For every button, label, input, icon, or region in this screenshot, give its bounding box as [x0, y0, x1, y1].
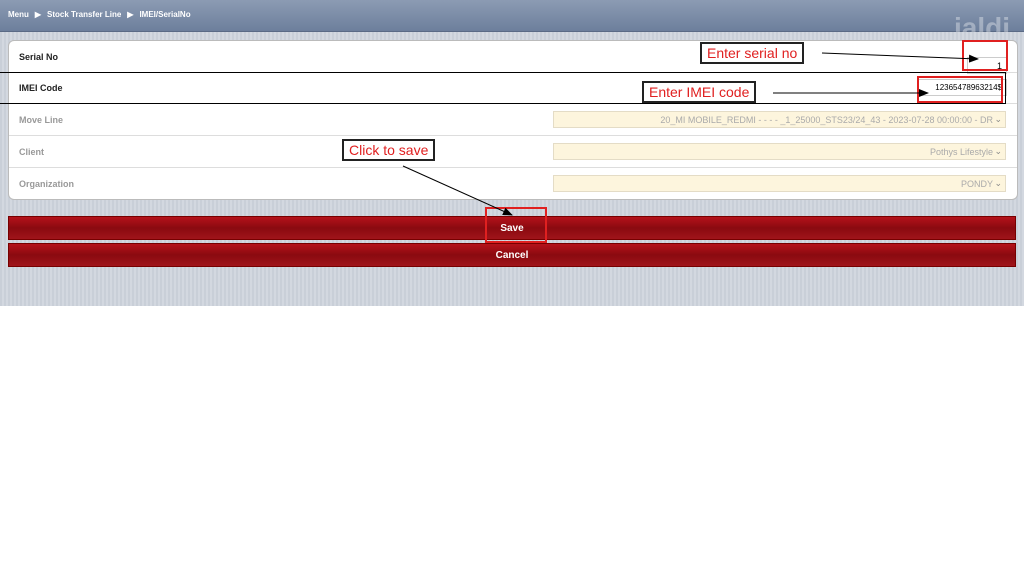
chevron-down-icon: ⌄	[994, 114, 1002, 124]
breadcrumb-stock-transfer-line[interactable]: Stock Transfer Line	[47, 10, 122, 19]
imei-code-input[interactable]: 12365478963214$	[917, 79, 1007, 96]
serial-no-highlight	[962, 40, 1008, 71]
move-line-value: 20_MI MOBILE_REDMI - - - - _1_25000_STS2…	[660, 115, 993, 125]
client-row: Client Pothys Lifestyle ⌄	[9, 136, 1017, 168]
serial-no-row: Serial No 1	[9, 41, 1017, 74]
client-select[interactable]: Pothys Lifestyle ⌄	[553, 143, 1006, 160]
breadcrumb: Menu ▶ Stock Transfer Line ▶ IMEI/Serial…	[8, 10, 191, 19]
serial-no-callout: Enter serial no	[700, 42, 805, 64]
chevron-down-icon: ⌄	[994, 146, 1002, 156]
cancel-button[interactable]: Cancel	[8, 243, 1016, 267]
organization-label: Organization	[19, 179, 75, 189]
client-value: Pothys Lifestyle	[929, 147, 993, 157]
move-line-row: Move Line 20_MI MOBILE_REDMI - - - - _1_…	[9, 104, 1017, 136]
move-line-select[interactable]: 20_MI MOBILE_REDMI - - - - _1_25000_STS2…	[553, 111, 1006, 128]
imei-code-highlight	[917, 76, 1003, 103]
organization-select[interactable]: PONDY ⌄	[553, 175, 1006, 192]
imei-code-callout: Enter IMEI code	[642, 81, 757, 103]
imei-code-label: IMEI Code	[19, 83, 63, 93]
serial-no-label: Serial No	[19, 52, 59, 62]
breadcrumb-arrow-icon: ▶	[127, 10, 134, 19]
save-button[interactable]: Save	[8, 216, 1016, 240]
imei-code-row: IMEI Code 12365478963214$	[9, 72, 1017, 104]
client-label: Client	[19, 147, 45, 157]
move-line-label: Move Line	[19, 115, 64, 125]
save-callout: Click to save	[342, 139, 436, 161]
breadcrumb-arrow-icon: ▶	[34, 10, 42, 19]
save-button-highlight	[485, 207, 547, 243]
annotation-outline	[0, 103, 1006, 104]
main-content: Serial No 1 IMEI Code 12365478963214$ Mo…	[0, 32, 1024, 306]
chevron-down-icon: ⌄	[994, 178, 1002, 188]
imei-form: Serial No 1 IMEI Code 12365478963214$ Mo…	[8, 40, 1018, 200]
annotation-outline	[1005, 72, 1006, 104]
top-bar: Menu ▶ Stock Transfer Line ▶ IMEI/Serial…	[0, 0, 1024, 43]
organization-row: Organization PONDY ⌄	[9, 168, 1017, 199]
breadcrumb-imei-serialno: IMEI/SerialNo	[139, 10, 191, 19]
breadcrumb-menu[interactable]: Menu	[8, 10, 29, 19]
annotation-outline	[0, 72, 1006, 73]
organization-value: PONDY	[960, 179, 993, 189]
